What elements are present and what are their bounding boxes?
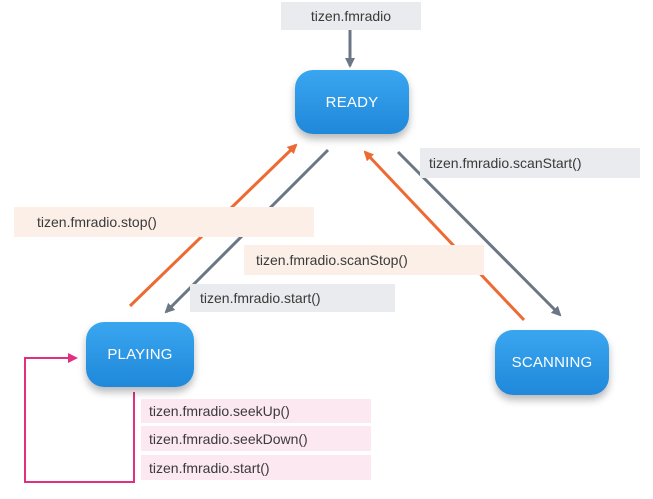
state-playing[interactable]: PLAYING bbox=[86, 322, 194, 387]
seek-down-label: tizen.fmradio.seekDown() bbox=[141, 426, 371, 451]
state-ready[interactable]: READY bbox=[295, 70, 409, 134]
start-label: tizen.fmradio.start() bbox=[190, 284, 395, 312]
entry-label: tizen.fmradio bbox=[281, 2, 421, 30]
state-scanning[interactable]: SCANNING bbox=[495, 330, 609, 395]
seek-up-label: tizen.fmradio.seekUp() bbox=[141, 399, 371, 423]
start-again-label: tizen.fmradio.start() bbox=[141, 455, 371, 480]
stop-label: tizen.fmradio.stop() bbox=[14, 207, 314, 237]
scan-start-label: tizen.fmradio.scanStart() bbox=[420, 148, 640, 178]
scan-start-arrow bbox=[396, 150, 562, 317]
scan-stop-label: tizen.fmradio.scanStop() bbox=[244, 245, 484, 275]
scan-stop-arrow bbox=[363, 150, 526, 322]
self-loop-arrow bbox=[24, 353, 135, 483]
